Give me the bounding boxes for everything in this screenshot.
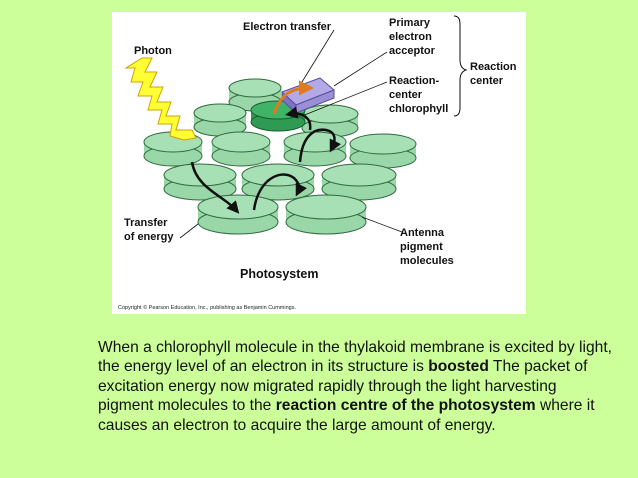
label-antenna-pigment-molecules: Antenna pigment molecules — [400, 227, 454, 267]
label-reaction-center: Reaction center — [470, 61, 520, 87]
pigment-disc — [321, 163, 397, 201]
pigment-disc — [193, 103, 247, 137]
caption-text-3: where it causes an electron to acquire t… — [98, 397, 595, 434]
pigment-disc — [349, 133, 417, 169]
label-photon: Photon — [134, 45, 172, 57]
energy-transfer-arrow — [252, 173, 307, 211]
reaction-center-brace — [453, 15, 468, 117]
caption-bold-reaction-centre: reaction centre of the photosystem — [275, 397, 536, 415]
label-electron-transfer: Electron transfer — [243, 21, 332, 33]
pigment-disc — [163, 163, 237, 201]
pigment-disc — [283, 131, 347, 167]
energy-transfer-arrow — [190, 161, 240, 214]
diagram-canvas: Electron transfer Primary electron accep… — [118, 15, 520, 311]
pigment-disc — [241, 163, 315, 201]
pigment-disc — [285, 194, 367, 235]
caption-paragraph: When a chlorophyll molecule in the thyla… — [98, 338, 613, 435]
leader-lines — [179, 29, 403, 239]
copyright-notice: Copyright © Pearson Education, Inc., pub… — [118, 304, 296, 311]
antenna-discs — [143, 78, 417, 235]
energy-transfer-arrow — [285, 106, 312, 131]
label-primary-electron-acceptor: Primary electron acceptor — [389, 17, 436, 57]
photon-lightning-icon — [124, 57, 197, 141]
label-reaction-center-chlorophyll: Reaction- center chlorophyll — [389, 75, 448, 115]
energy-transfer-arrow — [298, 128, 341, 163]
pigment-disc — [197, 194, 279, 235]
caption-text-2: The packet of excitation energy now migr… — [98, 358, 588, 415]
pigment-disc — [211, 131, 271, 167]
label-photosystem: Photosystem — [240, 267, 319, 281]
caption-bold-boosted: boosted — [428, 358, 489, 376]
photosystem-diagram: Electron transfer Primary electron accep… — [112, 12, 526, 314]
caption-text-1: When a chlorophyll molecule in the thyla… — [98, 339, 612, 376]
label-transfer-of-energy: Transfer of energy — [124, 217, 174, 243]
electron-transfer-arrow — [272, 80, 314, 115]
